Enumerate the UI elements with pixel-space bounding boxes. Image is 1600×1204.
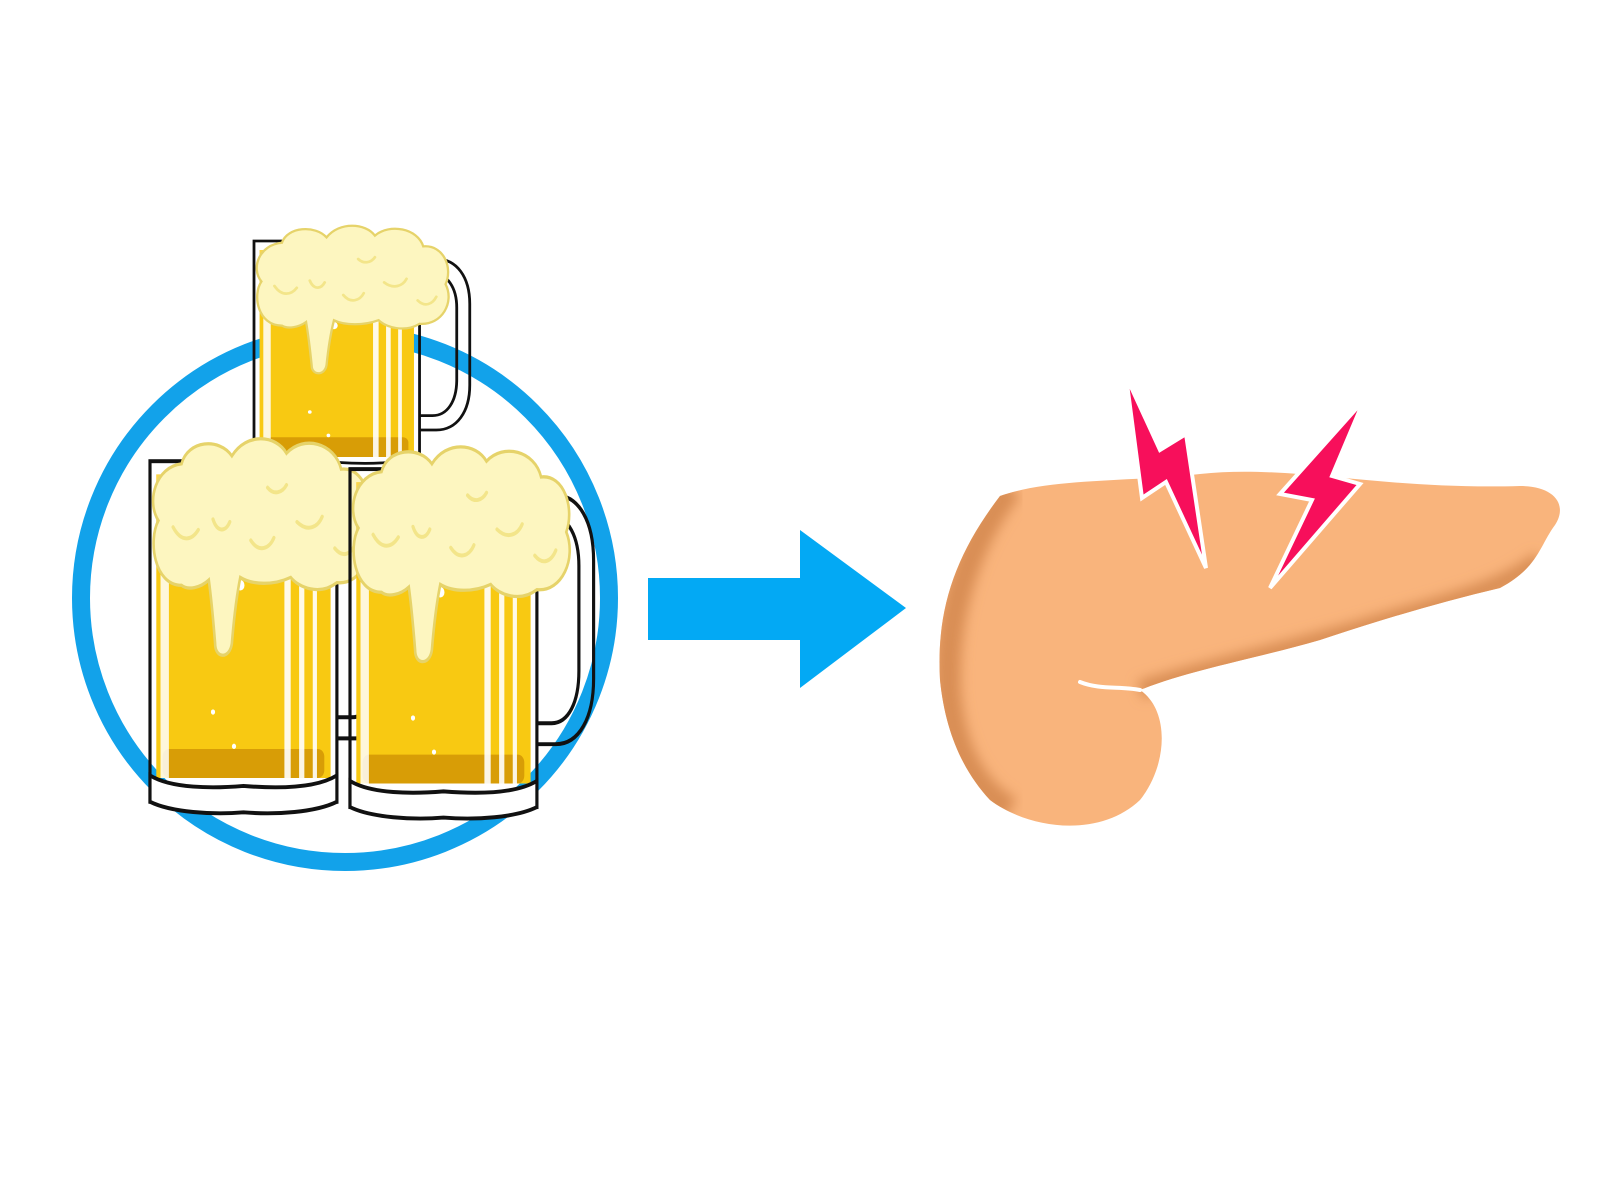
beer-mugs-icon xyxy=(72,224,618,871)
right-arrow-icon xyxy=(648,530,906,688)
pancreas-pain-icon xyxy=(939,375,1560,826)
pancreas-organ xyxy=(939,471,1560,826)
pancreas-fold-line xyxy=(1078,680,1142,692)
pain-bolt-left xyxy=(1124,375,1208,569)
pain-bolt-right xyxy=(1268,398,1366,590)
